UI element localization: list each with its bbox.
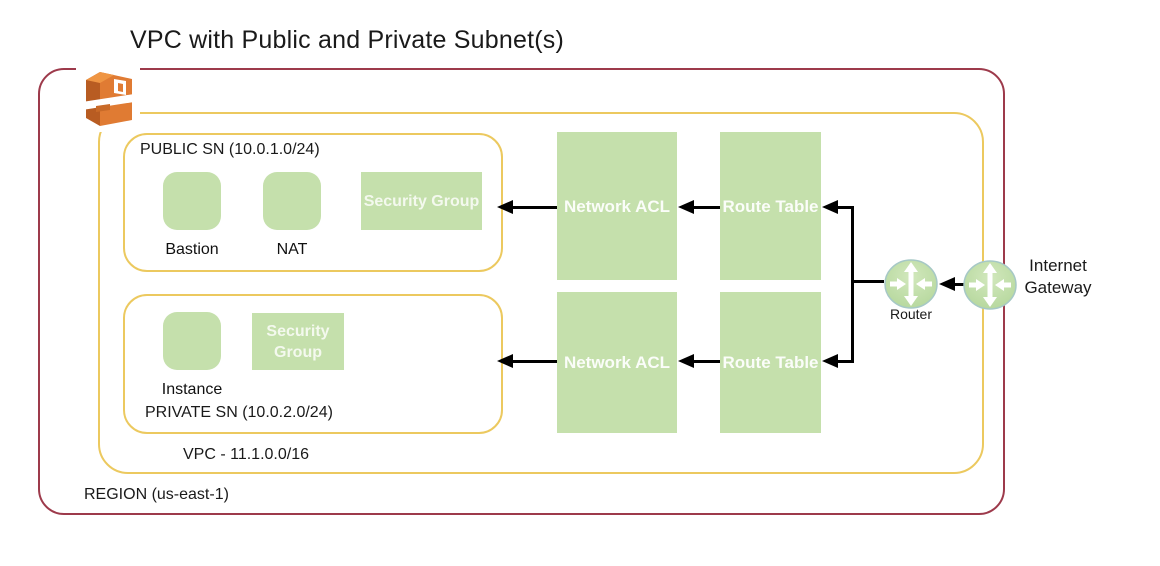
route-table-private: Route Table [720,292,821,433]
network-acl-private: Network ACL [557,292,677,433]
arrowhead-nacl-to-private-sn [497,354,513,368]
diagram-title: VPC with Public and Private Subnet(s) [130,26,564,54]
connector-rt-to-nacl-private [692,360,720,363]
arrowhead-rt-to-nacl-public [678,200,694,214]
aws-vpc-icon [76,64,140,132]
instance-label: Instance [161,381,223,398]
internet-gateway-label: Internet Gateway [1024,256,1092,297]
connector-router-trunk [851,206,854,363]
internet-gateway-icon [963,260,1017,310]
security-group-public: Security Group [361,172,482,230]
bastion-node [163,172,221,230]
nat-node [263,172,321,230]
connector-trunk-to-router [851,280,884,283]
private-subnet-label: PRIVATE SN (10.0.2.0/24) [145,404,333,421]
security-group-private: Security Group [252,313,344,370]
router-icon [884,259,938,309]
arrowhead-igw-to-router [939,277,955,291]
network-acl-public: Network ACL [557,132,677,280]
connector-nacl-to-public-sn [511,206,557,209]
bastion-label: Bastion [165,241,219,258]
nat-label: NAT [276,241,308,258]
connector-router-to-rt-private [836,360,853,363]
connector-igw-to-router [953,283,965,286]
connector-rt-to-nacl-public [692,206,720,209]
region-label: REGION (us-east-1) [84,486,229,503]
arrowhead-nacl-to-public-sn [497,200,513,214]
vpc-label: VPC - 11.1.0.0/16 [183,446,309,463]
connector-nacl-to-private-sn [511,360,557,363]
arrowhead-rt-to-nacl-private [678,354,694,368]
route-table-public: Route Table [720,132,821,280]
arrowhead-router-to-rt-public [822,200,838,214]
public-subnet-label: PUBLIC SN (10.0.1.0/24) [140,141,320,158]
connector-router-to-rt-public [836,206,853,209]
instance-node [163,312,221,370]
router-label: Router [889,306,933,322]
arrowhead-router-to-rt-private [822,354,838,368]
